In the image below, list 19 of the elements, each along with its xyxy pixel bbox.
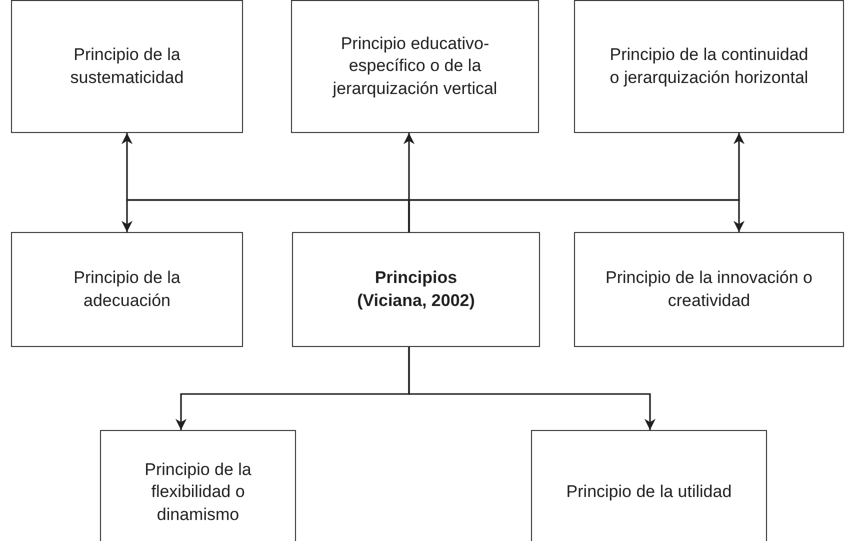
box-label: Principio educativo-específico o de la jerarquización vertical xyxy=(331,33,498,100)
box-label: Principio de la adecuación xyxy=(72,267,182,312)
arrow xyxy=(408,347,656,430)
box-label: Principio de la innovación o creatividad xyxy=(604,267,814,312)
arrow xyxy=(121,199,410,232)
text-box xyxy=(11,232,243,347)
box-label: Principio de la flexibilidad o dinamismo xyxy=(144,459,252,526)
text-box xyxy=(531,430,767,541)
text-box xyxy=(100,430,296,541)
text-box xyxy=(11,0,243,133)
text-box xyxy=(574,232,844,347)
text-box xyxy=(574,0,844,133)
box-label: Principios (Viciana, 2002) xyxy=(356,267,476,312)
text-box xyxy=(292,232,540,347)
box-label: Principio de la continuidad o jerarquización horizontal xyxy=(608,44,810,88)
box-label: Principio de la utilidad xyxy=(566,481,732,504)
box-label: Principio de la sustematicidad xyxy=(69,44,185,88)
arrow xyxy=(408,199,745,232)
text-box xyxy=(291,0,539,133)
